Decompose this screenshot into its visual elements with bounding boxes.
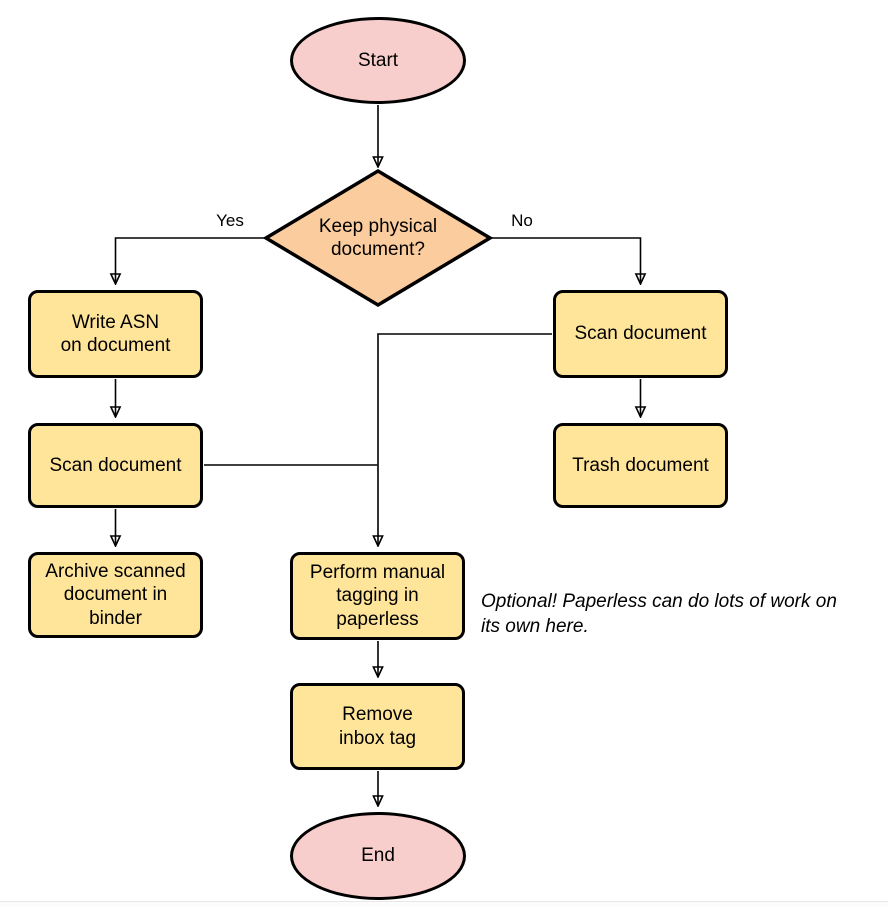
node-decision-label: Keep physical document? [318, 215, 438, 260]
node-scan-document-right: Scan document [553, 290, 728, 378]
node-scan-document-right-label: Scan document [574, 323, 707, 345]
node-archive-binder-label: Archive scanned document in binder [45, 561, 186, 629]
connector-decision-yes [116, 237, 265, 284]
edge-label-no: No [498, 211, 546, 231]
node-trash-document: Trash document [553, 423, 728, 508]
node-archive-binder: Archive scanned document in binder [28, 552, 203, 638]
node-start: Start [290, 17, 466, 104]
node-end-label: End [361, 845, 395, 867]
node-manual-tagging: Perform manual tagging in paperless [290, 552, 465, 640]
node-scan-document-left-label: Scan document [49, 454, 182, 476]
node-scan-document-left: Scan document [28, 423, 203, 508]
node-decision-shape [262, 168, 494, 308]
node-remove-inbox-tag: Remove inbox tag [290, 683, 465, 770]
node-manual-tagging-label: Perform manual tagging in paperless [309, 562, 446, 630]
node-decision: Keep physical document? [266, 171, 490, 305]
connector-decision-no [491, 237, 641, 284]
node-end: End [290, 812, 466, 900]
node-write-asn: Write ASN on document [28, 290, 203, 378]
annotation-note: Optional! Paperless can do lots of work … [481, 591, 837, 638]
node-start-label: Start [357, 49, 399, 71]
node-remove-inbox-tag-label: Remove inbox tag [338, 704, 417, 749]
edge-label-yes: Yes [206, 211, 254, 231]
connector-scanright-tagging [378, 333, 552, 546]
node-write-asn-label: Write ASN on document [60, 311, 171, 356]
page-bottom-edge [0, 901, 888, 907]
node-trash-document-label: Trash document [572, 454, 709, 476]
